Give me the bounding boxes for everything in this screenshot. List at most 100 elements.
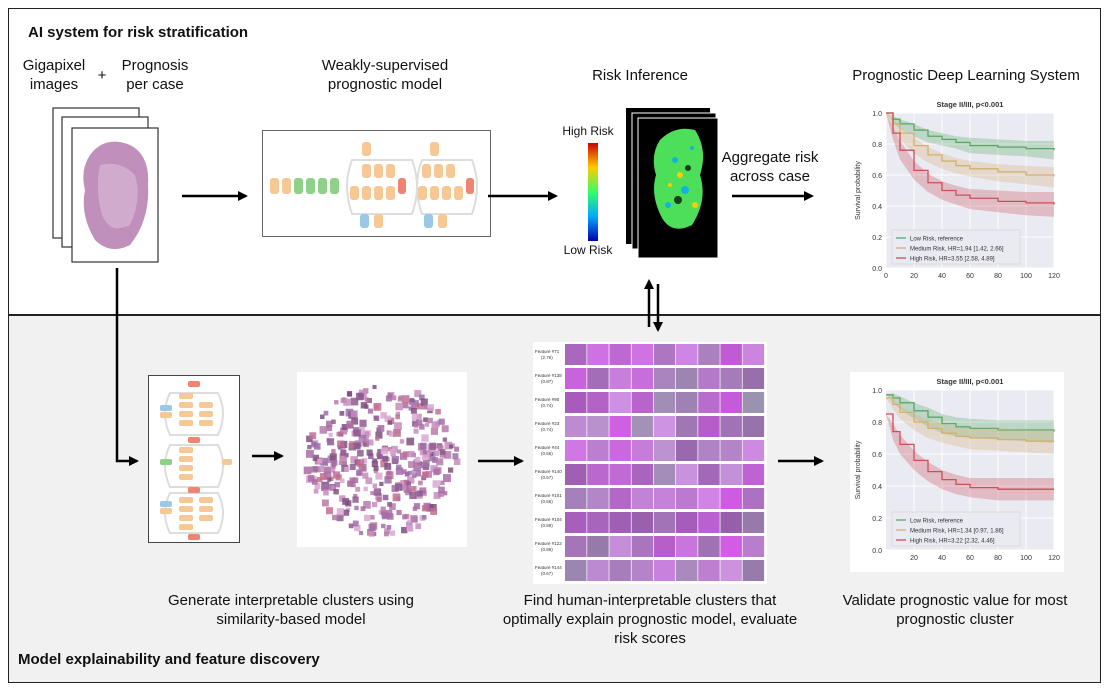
feature-tile	[720, 464, 742, 485]
cluster-patch	[419, 424, 425, 430]
feature-tile	[631, 464, 654, 485]
cluster-patch	[331, 449, 336, 454]
cluster-patch	[312, 466, 319, 472]
cluster-patch	[389, 449, 395, 455]
feature-tile	[698, 464, 720, 485]
cluster-patch	[373, 402, 382, 411]
cluster-patch	[410, 402, 418, 409]
feature-tile	[565, 464, 587, 485]
feature-tile	[609, 344, 631, 365]
feature-tile	[587, 536, 609, 557]
feature-tile	[565, 344, 587, 365]
cluster-patch	[372, 384, 377, 390]
cluster-patch	[387, 470, 392, 475]
cluster-patch	[340, 478, 345, 483]
cluster-patch	[375, 436, 380, 441]
cluster-patch	[371, 460, 379, 468]
survival-curve	[886, 394, 1055, 432]
y-tick-label: 0.8	[872, 420, 882, 427]
cluster-patch	[406, 481, 412, 486]
cluster-patch	[415, 523, 422, 530]
cluster-patch	[339, 495, 346, 502]
cluster-patch	[442, 474, 451, 483]
cluster-patch	[388, 431, 395, 437]
cluster-patch	[312, 454, 320, 462]
cluster-patch	[422, 515, 427, 520]
feature-score: (0.74)	[541, 427, 553, 432]
feature-tile	[742, 392, 765, 413]
feature-tile	[565, 416, 587, 437]
cluster-patch	[352, 520, 359, 527]
cluster-patch	[421, 434, 429, 442]
cluster-patch	[431, 421, 439, 429]
feature-score: (2.76)	[541, 355, 553, 360]
cluster-patch	[309, 432, 317, 440]
cluster-patch	[385, 395, 392, 402]
cluster-patch	[384, 528, 391, 535]
cluster-patch	[376, 453, 383, 460]
feature-name: Feature #122	[535, 541, 562, 546]
cluster-patch	[377, 425, 385, 432]
feature-tile	[720, 512, 742, 533]
cluster-patch	[424, 422, 430, 427]
feature-tile	[565, 392, 587, 413]
cluster-patch	[413, 463, 422, 471]
cluster-patch	[329, 466, 336, 473]
feature-tile	[587, 440, 609, 461]
cluster-patch	[453, 458, 461, 466]
x-tick-label: 20	[910, 273, 918, 280]
cluster-patch	[380, 506, 386, 512]
cluster-patch	[334, 481, 341, 488]
cluster-patch	[321, 499, 329, 507]
y-tick-label: 0.0	[872, 548, 882, 555]
cluster-patch	[385, 471, 394, 480]
cluster-patch	[407, 470, 412, 476]
feature-tile	[587, 464, 609, 485]
cluster-patch	[436, 458, 444, 466]
cluster-patch	[397, 449, 402, 454]
legend-label: Low Risk, reference	[910, 237, 964, 243]
survival-curve	[886, 397, 1054, 442]
x-tick-label: 100	[1020, 273, 1032, 280]
cluster-patch	[317, 458, 323, 464]
x-tick-label: 40	[938, 555, 946, 562]
cluster-patch	[356, 470, 362, 476]
cluster-patch	[379, 481, 384, 487]
feature-tile	[676, 536, 698, 557]
feature-tile	[720, 392, 742, 413]
x-tick-label: 0	[884, 273, 888, 280]
cluster-patch	[437, 445, 444, 452]
feature-tile	[609, 560, 631, 581]
feature-tile	[742, 536, 765, 557]
cluster-patch	[438, 418, 445, 425]
feature-tile	[609, 368, 631, 389]
cluster-patch	[366, 449, 373, 456]
cluster-patch	[306, 449, 314, 458]
cluster-patch	[383, 531, 389, 537]
feature-tile	[609, 488, 631, 509]
feature-tile	[653, 368, 676, 389]
cluster-patch	[402, 451, 409, 458]
cluster-patch	[307, 444, 312, 450]
cluster-patch	[413, 503, 421, 510]
cluster-patch	[331, 464, 336, 469]
cluster-patch	[408, 450, 415, 458]
cluster-patch	[406, 524, 414, 532]
cluster-patch	[429, 504, 437, 512]
cluster-patch	[338, 460, 344, 466]
cluster-patch	[409, 491, 417, 500]
cluster-patch	[361, 466, 367, 471]
cluster-patch	[317, 476, 323, 483]
cluster-patch	[387, 420, 393, 425]
cluster-patch	[421, 505, 429, 512]
y-tick-label: 0.6	[872, 452, 882, 459]
cluster-patch	[407, 476, 415, 484]
cluster-patch	[348, 523, 354, 529]
cluster-patch	[375, 493, 383, 501]
feature-name: Feature #90	[535, 397, 560, 402]
cluster-patch	[381, 447, 389, 455]
cluster-patch	[384, 415, 391, 422]
feature-tile	[565, 560, 587, 581]
cluster-patch	[395, 467, 404, 475]
feature-score: (0.57)	[541, 475, 553, 480]
